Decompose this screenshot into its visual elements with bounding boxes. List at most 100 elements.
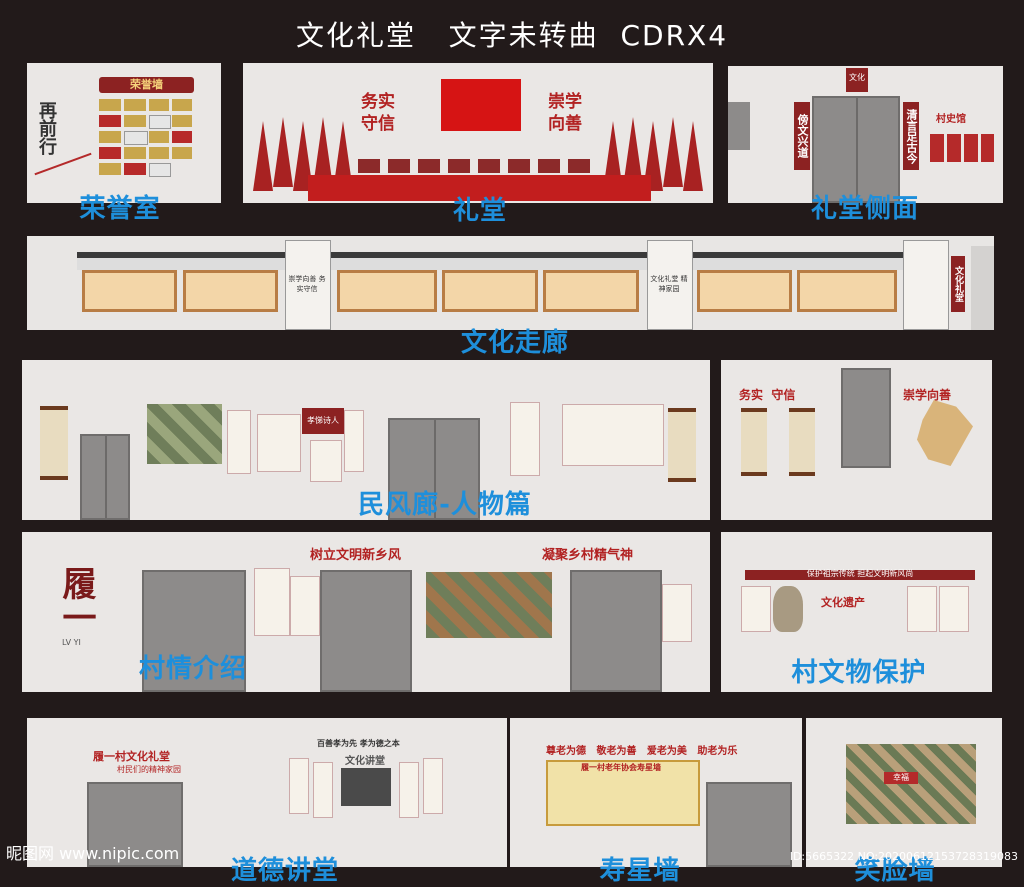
caption-moral: 道德讲堂 bbox=[230, 856, 339, 886]
side-door bbox=[812, 96, 900, 203]
village-door-center bbox=[320, 570, 412, 692]
moral-subtitle: 村民们的精神家园 bbox=[117, 765, 181, 774]
elder-panel: 尊老为德 敬老为善 爱老为美 助老为乐 履一村老年协会寿星墙 bbox=[510, 718, 802, 867]
hall-stage bbox=[308, 175, 651, 201]
corridor-panel-6 bbox=[697, 270, 792, 312]
moral-board-top: 百善孝为先 孝为德之本 bbox=[317, 739, 400, 748]
corridor-panel-2 bbox=[183, 270, 278, 312]
village-board-1 bbox=[254, 568, 290, 636]
moral-screen bbox=[341, 768, 391, 806]
flag bbox=[683, 121, 703, 191]
smile-label-badge bbox=[884, 772, 918, 784]
caption-elder: 寿星墙 bbox=[599, 856, 681, 886]
hall-emblem bbox=[441, 79, 521, 131]
caption-hall-side: 礼堂侧面 bbox=[810, 194, 919, 224]
corridor-panel-4 bbox=[442, 270, 538, 312]
corridor-pillar1-text: 崇学向善 务实守信 bbox=[288, 275, 326, 293]
corridor-badge: 文化礼堂 bbox=[951, 256, 965, 312]
honor-arrow-line bbox=[34, 152, 92, 176]
moral-board-2 bbox=[313, 762, 333, 818]
village-board-3 bbox=[662, 584, 692, 642]
page-title: 文化礼堂 文字未转曲 CDRX4 bbox=[295, 19, 729, 52]
folk-board-3 bbox=[310, 440, 342, 482]
village-photo-collage bbox=[426, 572, 552, 638]
folk-side-scroll-2 bbox=[789, 408, 815, 476]
side-small-caption: 村史馆 bbox=[936, 114, 966, 125]
village-door-right bbox=[570, 570, 662, 692]
village-subtitle: LV YI bbox=[62, 638, 81, 647]
folk-door-left bbox=[80, 434, 130, 520]
side-column bbox=[728, 102, 750, 150]
flag bbox=[293, 121, 313, 191]
moral-board-4 bbox=[423, 758, 443, 814]
relic-board-1 bbox=[741, 586, 771, 632]
corridor-pillar-1 bbox=[285, 240, 331, 330]
village-calligraphy: 履一 bbox=[56, 566, 96, 634]
flag bbox=[603, 121, 623, 191]
folk-side-panel: 务实 守信 崇学向善 bbox=[721, 360, 992, 520]
smile-label: 幸福 bbox=[893, 773, 909, 782]
corridor-pillar-3 bbox=[903, 240, 949, 330]
village-door-left bbox=[142, 570, 246, 692]
folk-scroll-right bbox=[668, 408, 696, 482]
elder-slogan: 尊老为德 敬老为善 爱老为美 助老为乐 bbox=[546, 746, 738, 757]
folk-panel: 孝悌诗人 bbox=[22, 360, 710, 520]
village-slogan-right: 凝聚乡村精气神 bbox=[542, 548, 634, 563]
corridor-panel: 崇学向善 务实守信 文化礼堂 精神家园 文化礼堂 bbox=[27, 236, 994, 330]
flag bbox=[273, 117, 293, 187]
watermark-site: 昵图网 www.nipic.com bbox=[6, 844, 180, 863]
folk-board-1 bbox=[227, 410, 251, 474]
folk-badge bbox=[302, 408, 344, 434]
caption-hall: 礼堂 bbox=[452, 196, 507, 226]
caption-honor: 荣誉室 bbox=[79, 194, 161, 224]
side-badge-text: 文化 bbox=[849, 73, 865, 82]
folk-board-5 bbox=[510, 402, 540, 476]
folk-board-6 bbox=[562, 404, 664, 466]
folk-board-2 bbox=[257, 414, 301, 472]
smile-panel: 幸福 bbox=[806, 718, 1002, 867]
flag bbox=[333, 121, 353, 191]
moral-board-3 bbox=[399, 762, 419, 818]
corridor-frieze bbox=[77, 258, 937, 270]
corridor-panel-1 bbox=[82, 270, 177, 312]
relic-board-2 bbox=[907, 586, 937, 632]
relic-panel: 保护祖宗传统 担起文明新风尚 文化遗产 bbox=[721, 532, 992, 692]
moral-door bbox=[87, 782, 183, 867]
corridor-pillar2-text: 文化礼堂 精神家园 bbox=[650, 275, 688, 293]
honor-room-panel: 荣誉墙 再前行 bbox=[27, 63, 221, 203]
corridor-pillar-2 bbox=[647, 240, 693, 330]
caption-folk: 民风廊-人物篇 bbox=[358, 490, 532, 520]
corridor-panel-5 bbox=[543, 270, 639, 312]
hall-left-top: 务实 bbox=[361, 92, 395, 112]
moral-title: 履一村文化礼堂 bbox=[93, 750, 170, 763]
honor-plaque-grid bbox=[99, 99, 194, 181]
hall-panel: 务实 守信 崇学 向善 bbox=[243, 63, 713, 203]
folk-side-title2: 崇学向善 bbox=[903, 388, 952, 402]
hall-side-panel: 文化 傍文兴道 清言足古今 村史馆 bbox=[728, 66, 1003, 203]
elder-door bbox=[706, 782, 792, 867]
caption-village: 村情介绍 bbox=[138, 654, 247, 684]
elder-board bbox=[546, 760, 700, 826]
folk-board-4 bbox=[344, 410, 364, 472]
village-slogan-left: 树立文明新乡风 bbox=[310, 548, 402, 563]
folk-scroll-left bbox=[40, 406, 68, 480]
hall-chairs bbox=[358, 159, 598, 173]
smile-photo-wall bbox=[846, 744, 976, 824]
folk-side-map bbox=[917, 400, 973, 466]
relic-vase bbox=[773, 586, 803, 632]
watermark-id: ID:5665322 NO:20200612153728319083 bbox=[789, 850, 1018, 863]
caption-corridor: 文化走廊 bbox=[460, 328, 569, 358]
folk-side-title1: 务实 守信 bbox=[739, 388, 796, 402]
side-badge bbox=[846, 68, 868, 92]
moral-board-title: 文化讲堂 bbox=[345, 756, 385, 767]
moral-panel: 履一村文化礼堂 村民们的精神家园 百善孝为先 孝为德之本 文化讲堂 bbox=[27, 718, 507, 867]
honor-slogan: 再前行 bbox=[36, 101, 57, 155]
village-panel: 履一 LV YI 树立文明新乡风 凝聚乡村精气神 bbox=[22, 532, 710, 692]
flag bbox=[253, 121, 273, 191]
hall-right-bottom: 向善 bbox=[548, 114, 582, 134]
folk-side-door bbox=[841, 368, 891, 468]
corridor-panel-7 bbox=[797, 270, 897, 312]
side-left-banner: 傍文兴道 bbox=[794, 102, 810, 170]
folk-photo-wall bbox=[147, 404, 222, 464]
folk-door-center bbox=[388, 418, 480, 520]
